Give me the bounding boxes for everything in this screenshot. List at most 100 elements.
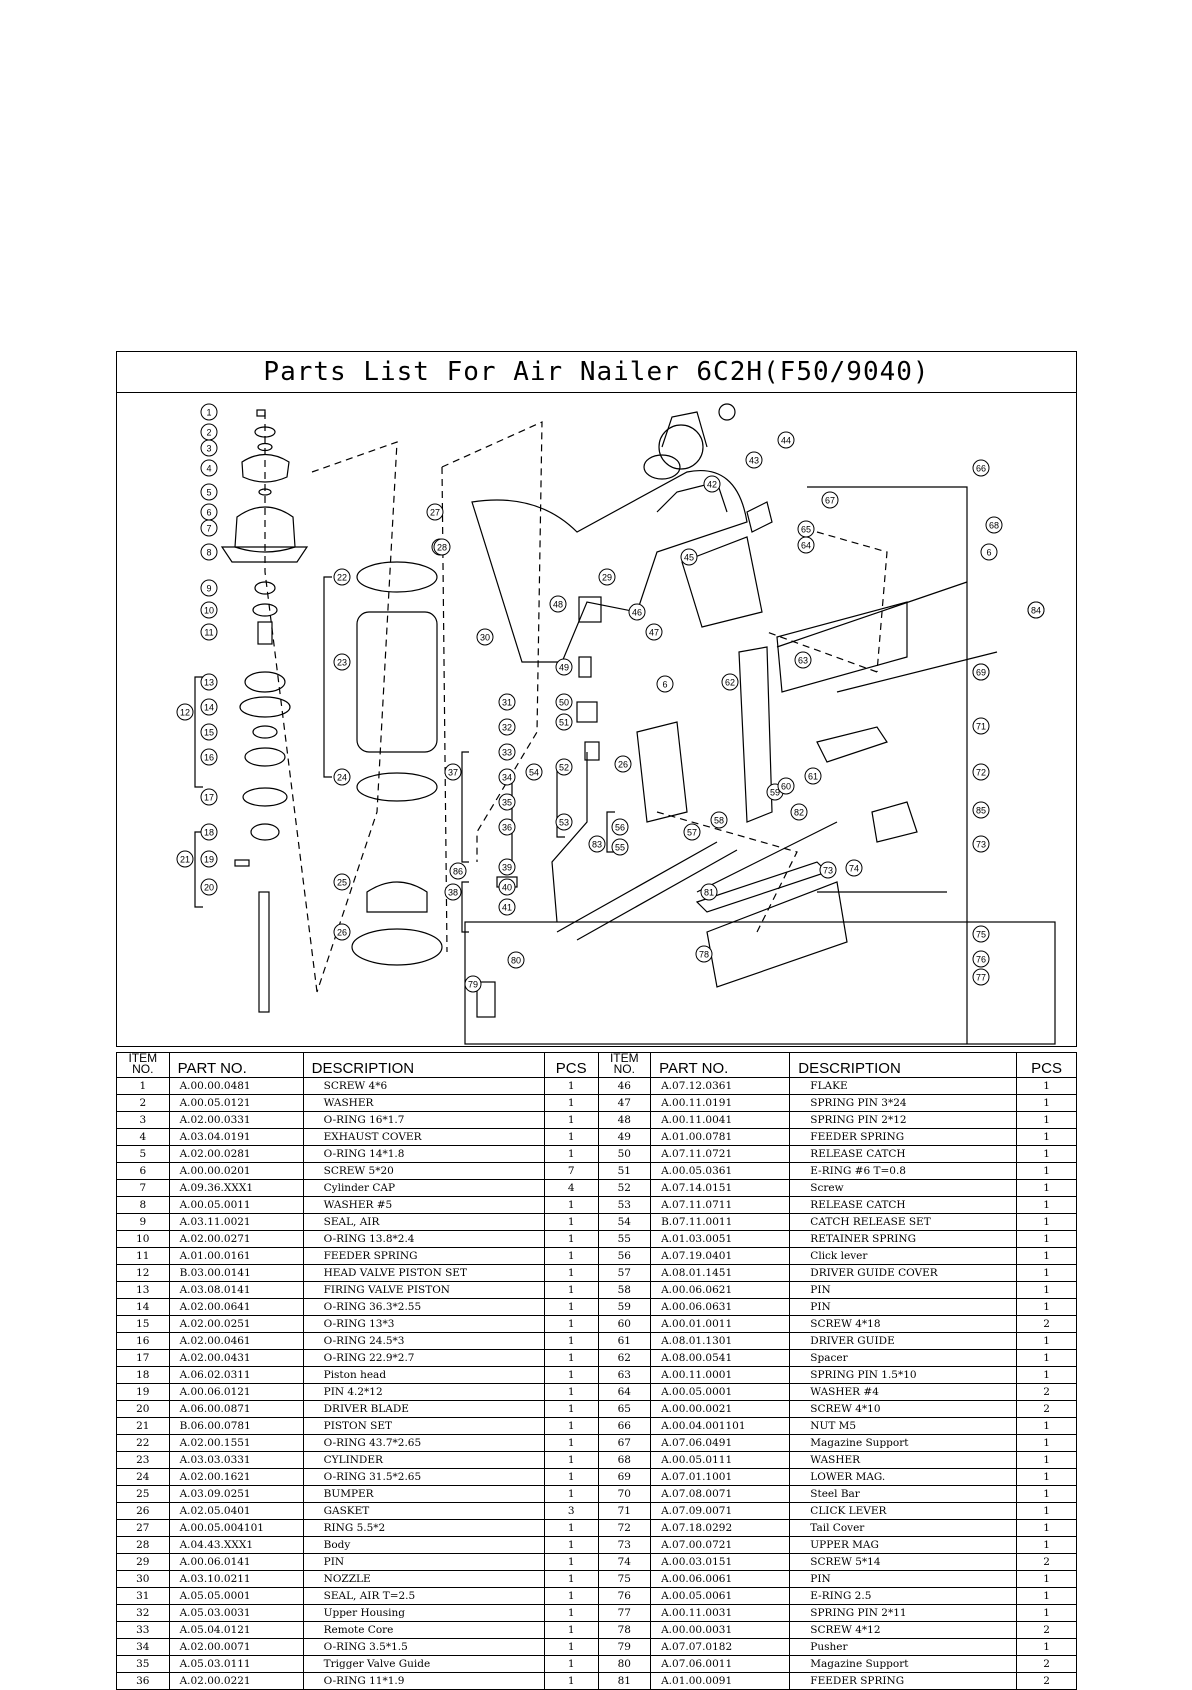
pcs-cell: 1 (543, 1315, 599, 1333)
callout-number: 73 (823, 866, 833, 876)
part-no-cell: A.00.06.0141 (168, 1553, 304, 1571)
callout-circle (821, 491, 839, 509)
callout-number: 27 (430, 508, 440, 518)
callout-circle (200, 483, 218, 501)
callout-circle (200, 459, 218, 477)
pcs-cell: 1 (543, 1485, 599, 1503)
callout-number: 77 (976, 973, 986, 983)
part-no-cell: A.00.05.0011 (168, 1196, 304, 1214)
description-cell: CATCH RELEASE SET (789, 1213, 1018, 1231)
callout-number: 40 (502, 883, 512, 893)
part-no-cell: A.07.18.0292 (650, 1519, 791, 1537)
callout-circle (498, 818, 516, 836)
callout-15: 15 (200, 723, 218, 741)
pcs-cell: 1 (543, 1638, 599, 1656)
callout-number: 7 (206, 524, 211, 534)
callout-53: 53 (555, 813, 573, 831)
header-description: DESCRIPTION (789, 1052, 1018, 1078)
callout-circle (790, 803, 808, 821)
callout-13: 13 (200, 673, 218, 691)
callout-40: 40 (498, 878, 516, 896)
callout-number: 10 (204, 606, 214, 616)
item-no-cell: 53 (597, 1196, 652, 1214)
item-no-cell: 27 (116, 1519, 170, 1537)
description-cell: Body (302, 1536, 545, 1554)
callout-circle (555, 693, 573, 711)
callout-circle (972, 835, 990, 853)
description-cell: SEAL, AIR T=2.5 (302, 1587, 545, 1605)
part-no-cell: A.01.03.0051 (650, 1230, 791, 1248)
callout-number: 49 (559, 663, 569, 673)
callout-circle (200, 850, 218, 868)
part-no-cell: A.00.05.004101 (168, 1519, 304, 1537)
callout-number: 50 (559, 698, 569, 708)
pcs-cell: 1 (543, 1570, 599, 1588)
callout-circle (695, 945, 713, 963)
part-no-cell: A.02.00.0271 (168, 1230, 304, 1248)
part-no-cell: A.04.43.XXX1 (168, 1536, 304, 1554)
callout-circle (200, 579, 218, 597)
part-no-cell: A.00.06.0061 (650, 1570, 791, 1588)
pcs-cell: 1 (543, 1451, 599, 1469)
description-cell: O-RING 14*1.8 (302, 1145, 545, 1163)
item-no-cell: 23 (116, 1451, 170, 1469)
part-no-cell: A.02.00.0071 (168, 1638, 304, 1656)
bracket-56 (606, 811, 615, 853)
description-cell: O-RING 13.8*2.4 (302, 1230, 545, 1248)
item-no-cell: 11 (116, 1247, 170, 1265)
pcs-cell: 1 (1016, 1417, 1077, 1435)
pcs-cell: 1 (1016, 1196, 1077, 1214)
callout-circle (777, 431, 795, 449)
callout-number: 34 (502, 773, 512, 783)
callout-number: 45 (684, 553, 694, 563)
callout-circle (680, 548, 698, 566)
part-no-cell: A.07.06.0491 (650, 1434, 791, 1452)
callout-circle (794, 651, 812, 669)
callout-75: 75 (972, 925, 990, 943)
part-no-cell: A.07.00.0721 (650, 1536, 791, 1554)
bracket-69 (323, 576, 332, 778)
callout-28: 28 (433, 538, 451, 556)
callout-circle (703, 475, 721, 493)
callout-number: 53 (559, 818, 569, 828)
callout-circle (972, 717, 990, 735)
item-no-cell: 46 (597, 1077, 652, 1095)
item-no-cell: 65 (597, 1400, 652, 1418)
description-cell: Pusher (789, 1638, 1018, 1656)
callout-circle (777, 777, 795, 795)
description-cell: GASKET (302, 1502, 545, 1520)
callout-number: 22 (337, 573, 347, 583)
pcs-cell: 1 (1016, 1349, 1077, 1367)
callout-86: 86 (449, 862, 467, 880)
callout-number: 17 (204, 793, 214, 803)
callout-circle (176, 703, 194, 721)
description-cell: WASHER #4 (789, 1383, 1018, 1401)
callout-circle (1027, 601, 1045, 619)
part-no-cell: A.00.00.0031 (650, 1621, 791, 1639)
item-no-cell: 69 (597, 1468, 652, 1486)
callout-circle (200, 403, 218, 421)
callout-number: 13 (204, 678, 214, 688)
callout-number: 65 (801, 525, 811, 535)
part-no-cell: A.02.05.0401 (168, 1502, 304, 1520)
callout-3: 3 (200, 439, 218, 457)
callout-circle (426, 503, 444, 521)
callout-number: 61 (808, 772, 818, 782)
pcs-cell: 1 (543, 1672, 599, 1690)
callout-number: 33 (502, 748, 512, 758)
callout-circle (498, 768, 516, 786)
item-no-cell: 70 (597, 1485, 652, 1503)
item-no-cell: 54 (597, 1213, 652, 1231)
item-no-cell: 30 (116, 1570, 170, 1588)
description-cell: RING 5.5*2 (302, 1519, 545, 1537)
description-cell: O-RING 36.3*2.55 (302, 1298, 545, 1316)
callout-41: 41 (498, 898, 516, 916)
callout-17: 17 (200, 788, 218, 806)
callout-number: 41 (502, 903, 512, 913)
item-no-cell: 3 (116, 1111, 170, 1129)
item-no-cell: 13 (116, 1281, 170, 1299)
